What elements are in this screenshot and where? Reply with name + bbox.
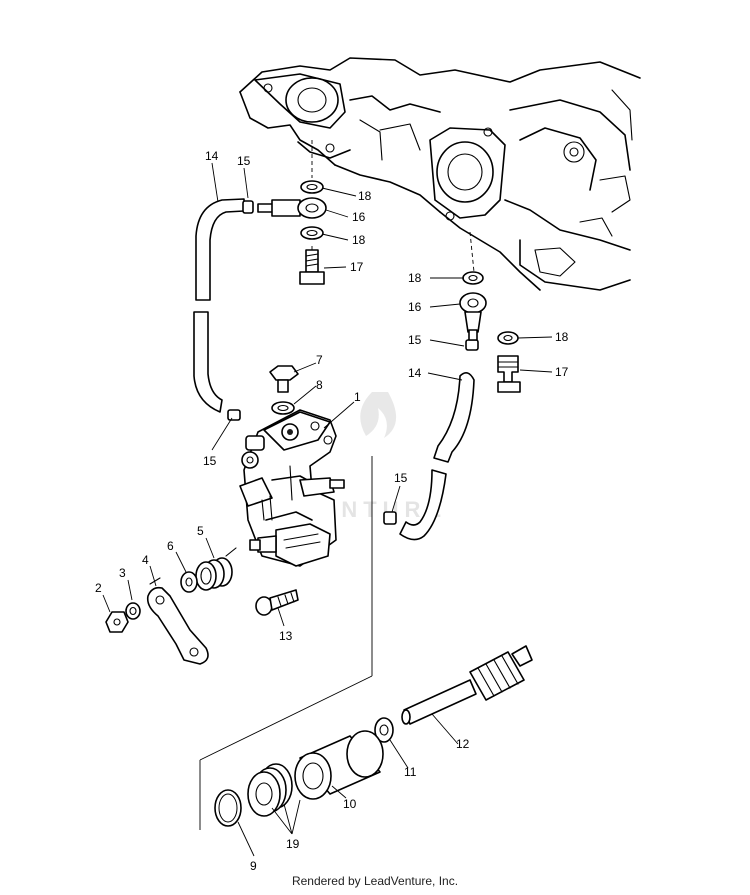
callout-14-left: 14 [205, 149, 219, 163]
washer-18-right [462, 271, 519, 345]
drive-shaft-12 [401, 645, 533, 725]
callout-12: 12 [456, 737, 470, 751]
bolt-17-left [299, 249, 325, 285]
callout-10: 10 [343, 797, 357, 811]
callout-3: 3 [119, 566, 126, 580]
callout-1: 1 [354, 390, 361, 404]
callout-15-right: 15 [408, 333, 422, 347]
lock-washer-3 [125, 602, 141, 620]
callout-2: 2 [95, 581, 102, 595]
callout-15-top: 15 [237, 154, 251, 168]
spring-5 [195, 547, 237, 591]
banjo-fitting-16-left [257, 197, 327, 219]
callout-16-right: 16 [408, 300, 422, 314]
footer-credit: Rendered by LeadVenture, Inc. [291, 874, 459, 888]
callout-8: 8 [316, 378, 323, 392]
gear-19 [247, 763, 293, 817]
hose-14-left [193, 198, 245, 413]
screw-13 [255, 589, 299, 616]
callout-13: 13 [279, 629, 293, 643]
callout-numbers: 14 15 18 16 18 17 18 16 15 14 18 17 7 8 … [95, 149, 569, 873]
hose-14-right [399, 372, 475, 541]
washer-8 [271, 401, 295, 415]
lever-4 [146, 577, 209, 665]
callout-17-right: 17 [555, 365, 569, 379]
callout-19: 19 [286, 837, 300, 851]
callout-9: 9 [250, 859, 257, 873]
callout-18-right: 18 [408, 271, 422, 285]
washer-6 [180, 571, 198, 593]
nut-2 [105, 611, 129, 633]
snap-ring-9 [214, 789, 242, 827]
callout-11: 11 [404, 765, 417, 779]
callout-18-far-right: 18 [555, 330, 569, 344]
callout-18-top: 18 [358, 189, 372, 203]
leader-lines [102, 162, 553, 857]
washer-11 [374, 717, 394, 743]
callout-16-left: 16 [352, 210, 366, 224]
hose-clamp-15 [227, 200, 479, 525]
callout-6: 6 [167, 539, 174, 553]
callout-18-mid: 18 [352, 233, 366, 247]
engine-crankcase [239, 57, 641, 291]
banjo-fitting-16-right [459, 292, 487, 341]
callout-17-left: 17 [350, 260, 364, 274]
sleeve-10 [294, 730, 384, 800]
oil-pump-1 [239, 409, 345, 567]
bolt-7 [269, 365, 299, 393]
assembly-box-lines [199, 456, 373, 830]
washer-18-left [300, 180, 324, 240]
callout-15-left: 15 [203, 454, 217, 468]
callout-5: 5 [197, 524, 204, 538]
callout-7: 7 [316, 353, 323, 367]
callout-14-right: 14 [408, 366, 422, 380]
bolt-17-right [497, 355, 521, 393]
callout-15-mid: 15 [394, 471, 408, 485]
callout-4: 4 [142, 553, 149, 567]
